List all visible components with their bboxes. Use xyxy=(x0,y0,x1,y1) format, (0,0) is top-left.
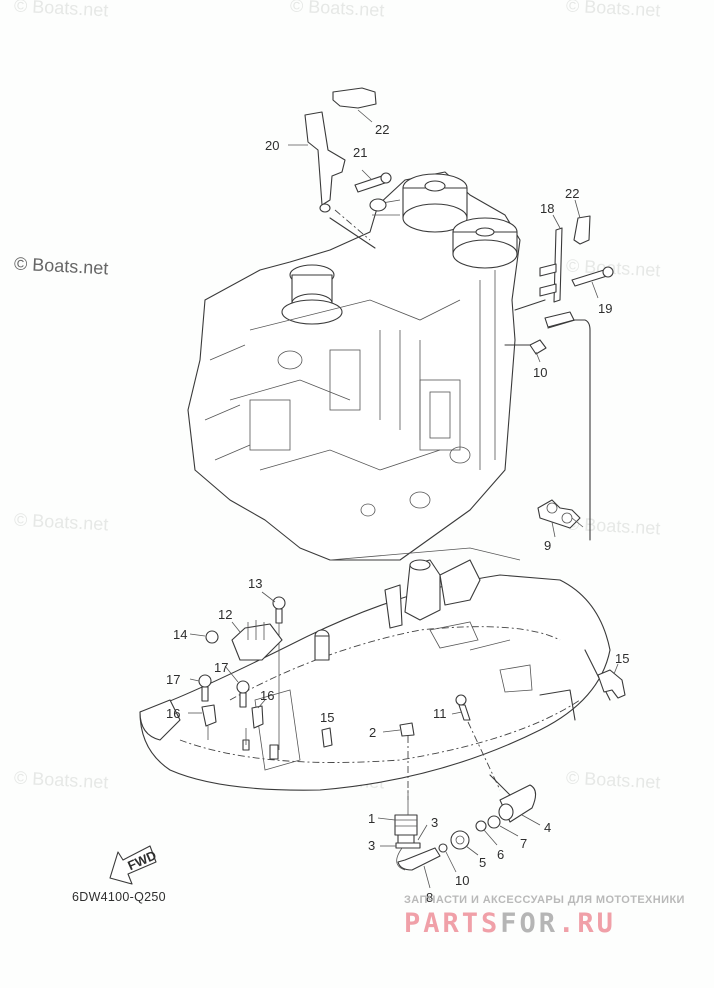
callout-15: 15 xyxy=(615,651,629,666)
callout-5: 5 xyxy=(479,855,486,870)
callout-18: 18 xyxy=(540,201,554,216)
brand-part-2: FOR xyxy=(500,908,559,939)
fwd-label: FWD xyxy=(125,847,158,873)
callout-14: 14 xyxy=(173,627,187,642)
callout-10: 10 xyxy=(533,365,547,380)
callout-4: 4 xyxy=(544,820,551,835)
promo-brand-logo: PARTSFOR.RU xyxy=(404,908,616,939)
callout-16: 16 xyxy=(166,706,180,721)
brand-part-3: .RU xyxy=(558,908,616,939)
callout-20: 20 xyxy=(265,138,279,153)
bracket-assembly-top xyxy=(304,87,392,249)
callout-8: 8 xyxy=(426,890,433,905)
callout-7: 7 xyxy=(520,836,527,851)
callout-1: 1 xyxy=(368,811,375,826)
callout-9: 9 xyxy=(544,538,551,553)
callout-17: 17 xyxy=(166,672,180,687)
callout-22: 22 xyxy=(375,122,389,137)
bottom-cowling xyxy=(139,547,611,791)
callout-19: 19 xyxy=(598,301,612,316)
callout-10: 10 xyxy=(455,873,469,888)
callout-22: 22 xyxy=(565,186,579,201)
small-parts-right xyxy=(399,669,626,800)
lower-parts xyxy=(394,774,537,871)
callout-3: 3 xyxy=(431,815,438,830)
callout-13: 13 xyxy=(248,576,262,591)
callout-11: 11 xyxy=(433,706,447,721)
callout-16: 16 xyxy=(260,688,274,703)
brand-part-1: PARTS xyxy=(404,908,501,939)
leader-lines xyxy=(188,109,619,889)
callout-2: 2 xyxy=(369,725,376,740)
fwd-arrow-icon: FWD xyxy=(109,845,159,885)
engine-block xyxy=(187,171,521,561)
clip-part-9 xyxy=(537,499,581,529)
callout-12: 12 xyxy=(218,607,232,622)
callout-6: 6 xyxy=(497,847,504,862)
callout-21: 21 xyxy=(353,145,367,160)
callout-17: 17 xyxy=(214,660,228,675)
callout-15: 15 xyxy=(320,710,334,725)
small-parts-left xyxy=(198,596,333,750)
callout-3: 3 xyxy=(368,838,375,853)
bracket-assembly-right xyxy=(504,215,614,541)
diagram-code: 6DW4100-Q250 xyxy=(72,890,166,904)
promo-tagline: ЗАПЧАСТИ И АКСЕССУАРЫ ДЛЯ МОТОТЕХНИКИ xyxy=(404,894,685,906)
callouts: 22 20 21 22 18 19 10 9 13 12 14 17 17 16… xyxy=(166,122,629,905)
